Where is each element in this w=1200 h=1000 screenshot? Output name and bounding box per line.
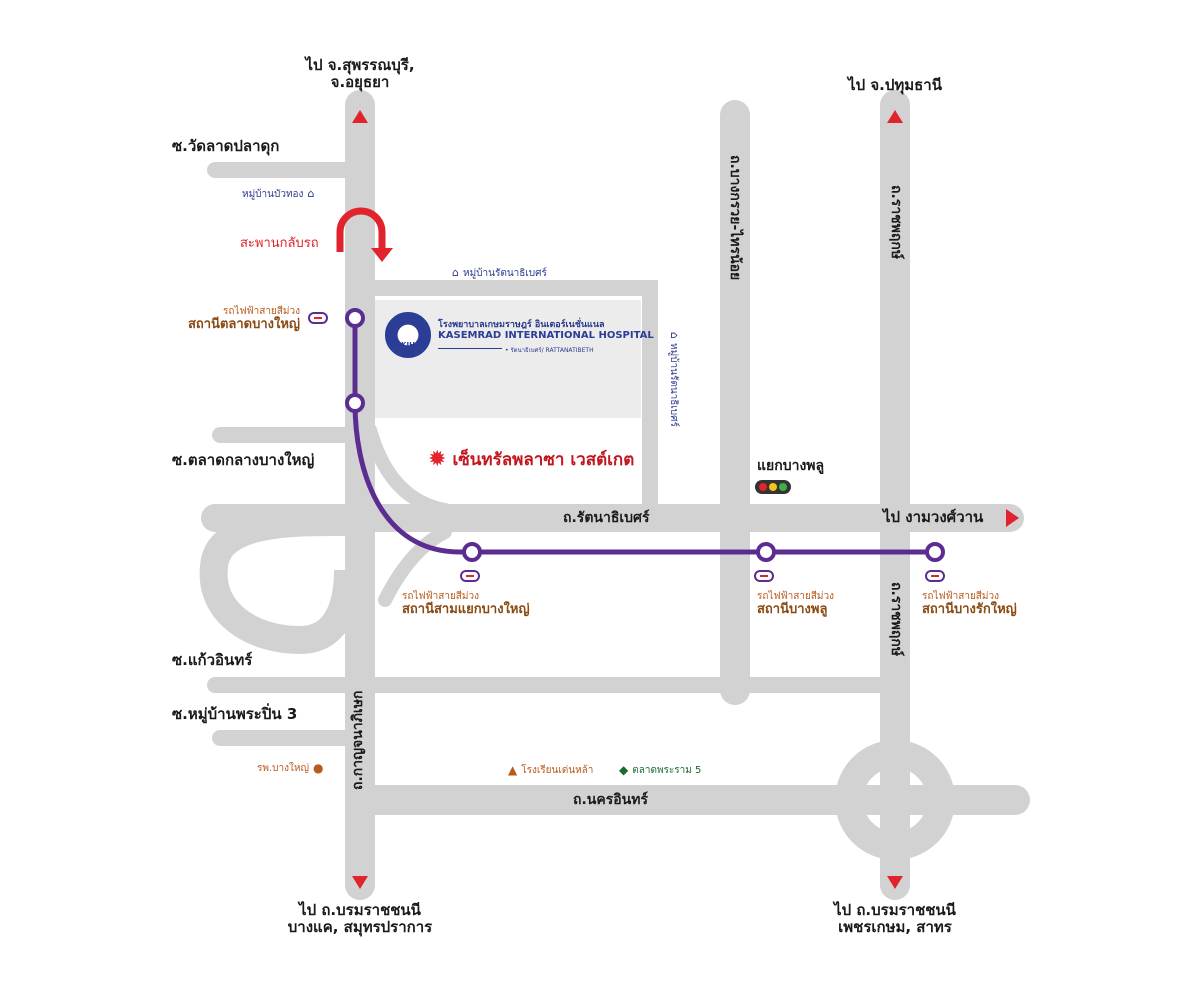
central-plaza-label: ✹ เซ็นทรัลพลาซา เวสต์เกต	[428, 446, 634, 473]
station-name: สถานีบางรักใหญ่	[922, 601, 1017, 617]
hospital-logo-text: KIH	[401, 341, 415, 349]
village-rattanathibet-side: ⌂ หมู่บ้านรัตนาธิเบศร์	[667, 332, 681, 427]
village-rattanathibet-top-text: หมู่บ้านรัตนาธิเบศร์	[462, 267, 547, 279]
soi-talat-klang: ซ.ตลาดกลางบางใหญ่	[172, 451, 315, 469]
arrow-right-icon	[1006, 509, 1019, 527]
station-line-label: รถไฟฟ้าสายสีม่วง	[922, 591, 1000, 602]
village-rattanathibet-side-text: หมู่บ้านรัตนาธิเบศร์	[668, 342, 680, 427]
station-bang-phlu: รถไฟฟ้าสายสีม่วง สถานีบางพลู	[757, 591, 834, 617]
soi-wat-lat-pla-duk: ซ.วัดลาดปลาดุก	[172, 137, 280, 155]
star-logo-icon: ✹	[428, 446, 447, 472]
road-kanchanaphisek-label: ถ.กาญจนาภิเษก	[350, 690, 366, 790]
village-rattanathibet-top: ⌂ หมู่บ้านรัตนาธิเบศร์	[452, 266, 547, 280]
poi-school: ▲ โรงเรียนเต่นหล้า	[508, 763, 594, 778]
uturn-arrow-head	[371, 248, 393, 262]
road-ratchaphruek-bottom-label: ถ.ราชพฤกษ์	[888, 582, 904, 657]
destination-right: ไป งามวงศ์วาน	[883, 508, 984, 526]
poi-market-text: ตลาดพระราม 5	[632, 765, 702, 777]
destination-top-left-line1: ไป จ.สุพรรณบุรี,	[305, 56, 415, 74]
house-icon: ⌂	[668, 332, 681, 339]
destination-top-left: ไป จ.สุพรรณบุรี, จ.อยุธยา	[305, 56, 415, 92]
hospital-name-thai: โรงพยาบาลเกษมราษฎร์ อินเตอร์เนชั่นแนล	[438, 320, 605, 330]
road-village-loop	[367, 280, 658, 513]
station-talat-bangyai: รถไฟฟ้าสายสีม่วง สถานีตลาดบางใหญ่	[180, 306, 300, 332]
house-icon: ⌂	[452, 266, 459, 279]
road-ramp-2	[378, 525, 452, 607]
road-rattanathibet-label: ถ.รัตนาธิเบศร์	[563, 510, 650, 526]
arrow-up-icon	[352, 110, 368, 123]
station-marker	[345, 308, 365, 328]
poi-market: ◆ ตลาดพระราม 5	[619, 763, 702, 778]
traffic-light-icon	[755, 480, 791, 494]
hospital-branch: • รัตนาธิเบศร์/ RATTANATIBETH	[505, 347, 594, 354]
train-icon	[308, 312, 328, 324]
hospital-name-english: KASEMRAD INTERNATIONAL HOSPITAL	[438, 330, 654, 341]
station-name: สถานีตลาดบางใหญ่	[187, 316, 300, 332]
basket-icon: ◆	[619, 763, 629, 777]
road-ramp	[363, 423, 452, 517]
station-line-label: รถไฟฟ้าสายสีม่วง	[402, 591, 480, 602]
road-ratchaphruek-top-label: ถ.ราชพฤกษ์	[888, 185, 904, 260]
arrow-down-icon	[352, 876, 368, 889]
station-marker	[756, 542, 776, 562]
poi-hospital-bangyai: รพ.บางใหญ่ ●	[257, 761, 324, 776]
destination-bottom-right-line1: ไป ถ.บรมราชชนนี	[834, 901, 956, 919]
road-nakhon-in-label: ถ.นครอินทร์	[573, 792, 648, 808]
station-bang-rak-yai: รถไฟฟ้าสายสีม่วง สถานีบางรักใหญ่	[922, 591, 1017, 617]
train-icon	[925, 570, 945, 582]
hospital-divider	[438, 348, 502, 349]
interchange-loop	[199, 507, 362, 655]
station-line-label: รถไฟฟ้าสายสีม่วง	[222, 306, 300, 317]
roads	[201, 90, 1030, 900]
destination-bottom-left-line1: ไป ถ.บรมราชชนนี	[299, 901, 421, 919]
hospital-logo: KIH	[385, 312, 431, 358]
poi-hospital-bangyai-text: รพ.บางใหญ่	[257, 763, 309, 775]
arrow-down-icon	[887, 876, 903, 889]
central-plaza-text: เซ็นทรัลพลาซา เวสต์เกต	[452, 450, 635, 470]
station-marker	[925, 542, 945, 562]
station-name: สถานีสามแยกบางใหญ่	[402, 601, 530, 617]
road-bangkruai-sainoi-label: ถ.บางกรวย-ไทรน้อย	[727, 155, 743, 281]
station-name: สถานีบางพลู	[757, 601, 828, 617]
train-icons	[308, 312, 945, 582]
village-bua-thong: หมู่บ้านบัวทอง ⌂	[242, 187, 315, 201]
soi-kaew-in: ซ.แก้วอินทร์	[172, 651, 253, 669]
uturn-label: สะพานกลับรถ	[240, 236, 319, 251]
station-marker	[345, 393, 365, 413]
soi-phra-pin: ซ.หมู่บ้านพระปิ่น 3	[172, 705, 298, 723]
destination-top-left-line2: จ.อยุธยา	[330, 73, 390, 92]
station-sam-yaek-bangyai: รถไฟฟ้าสายสีม่วง สถานีสามแยกบางใหญ่	[402, 591, 530, 617]
train-icon	[460, 570, 480, 582]
destination-top-right: ไป จ.ปทุมธานี	[848, 76, 942, 94]
train-icon	[754, 570, 774, 582]
location-pin-icon: ●	[312, 761, 324, 775]
purple-line-track	[352, 318, 935, 555]
destination-bottom-left-line2: บางแค, สมุทรปราการ	[287, 918, 433, 937]
arrow-up-icon	[887, 110, 903, 123]
station-marker	[462, 542, 482, 562]
house-icon: ⌂	[307, 187, 315, 200]
destination-bottom-right: ไป ถ.บรมราชชนนี เพชรเกษม, สาทร	[834, 901, 956, 937]
temple-icon: ▲	[508, 763, 518, 777]
roundabout	[835, 740, 955, 860]
purple-line-stations	[345, 308, 945, 562]
poi-school-text: โรงเรียนเต่นหล้า	[521, 765, 594, 777]
destination-bottom-right-line2: เพชรเกษม, สาทร	[838, 918, 952, 937]
uturn-arrow-icon	[336, 207, 386, 252]
intersection-label: แยกบางพลู	[757, 458, 825, 474]
village-bua-thong-text: หมู่บ้านบัวทอง	[242, 188, 304, 200]
station-line-label: รถไฟฟ้าสายสีม่วง	[757, 591, 835, 602]
destination-bottom-left: ไป ถ.บรมราชชนนี บางแค, สมุทรปราการ	[287, 901, 433, 937]
